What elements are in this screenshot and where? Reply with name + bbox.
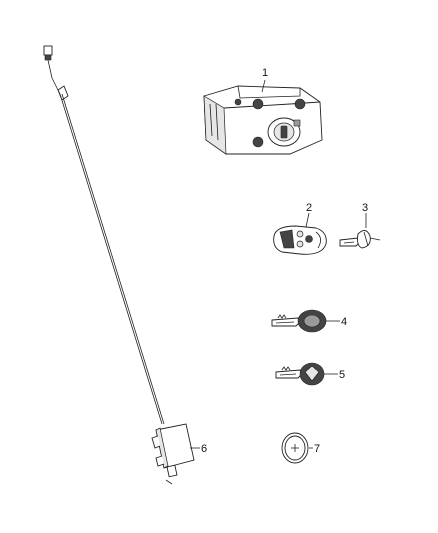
key-fob-icon [273,225,327,255]
callout-6: 6 [201,443,207,455]
leader-line-1 [261,79,266,93]
coin-battery-icon [281,432,309,464]
ignition-module-icon [203,85,323,155]
callout-5: 5 [339,369,345,381]
key-icon [271,309,327,333]
antenna-module-icon [43,45,195,485]
callout-4: 4 [341,316,347,328]
leader-line-2 [305,212,310,228]
callout-1: 1 [262,67,268,79]
callout-7: 7 [314,443,320,455]
callout-2: 2 [306,202,312,214]
key-blank-icon [339,230,381,249]
callout-3: 3 [362,202,368,214]
key-icon [275,362,325,386]
